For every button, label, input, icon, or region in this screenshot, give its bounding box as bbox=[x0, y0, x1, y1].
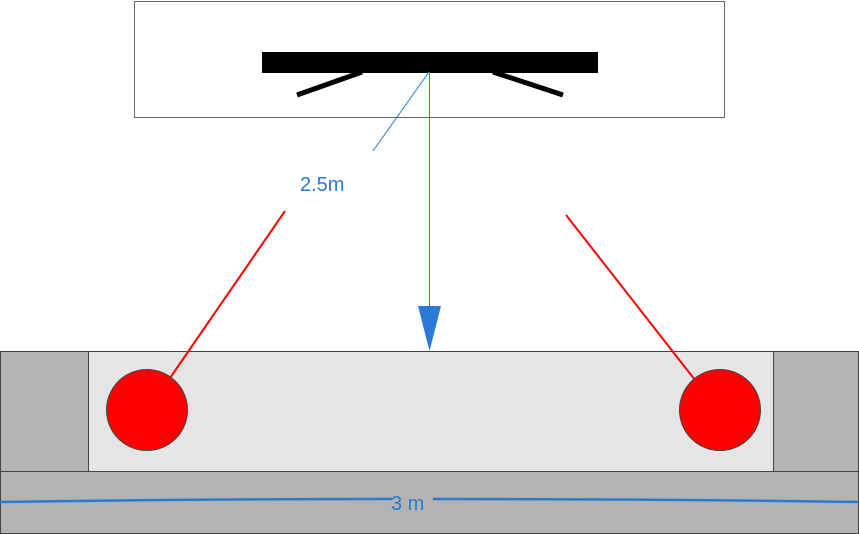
right-wall-block bbox=[773, 351, 859, 472]
height-leader-line bbox=[372, 71, 430, 152]
left-wall-block bbox=[0, 351, 89, 472]
left-red-line bbox=[169, 210, 286, 379]
device-bar bbox=[262, 52, 598, 73]
height-distance-label: 2.5m bbox=[300, 174, 344, 196]
width-distance-label: 3 m bbox=[391, 493, 424, 515]
right-red-marker bbox=[679, 369, 761, 451]
width-dimension-line bbox=[0, 497, 859, 504]
base-strip bbox=[0, 471, 859, 534]
arrow-down-icon bbox=[418, 306, 441, 351]
left-red-marker bbox=[106, 369, 188, 451]
device-left-leg bbox=[296, 69, 363, 98]
right-red-line bbox=[565, 214, 696, 381]
floor-area bbox=[88, 351, 774, 472]
device-right-leg bbox=[492, 69, 564, 98]
